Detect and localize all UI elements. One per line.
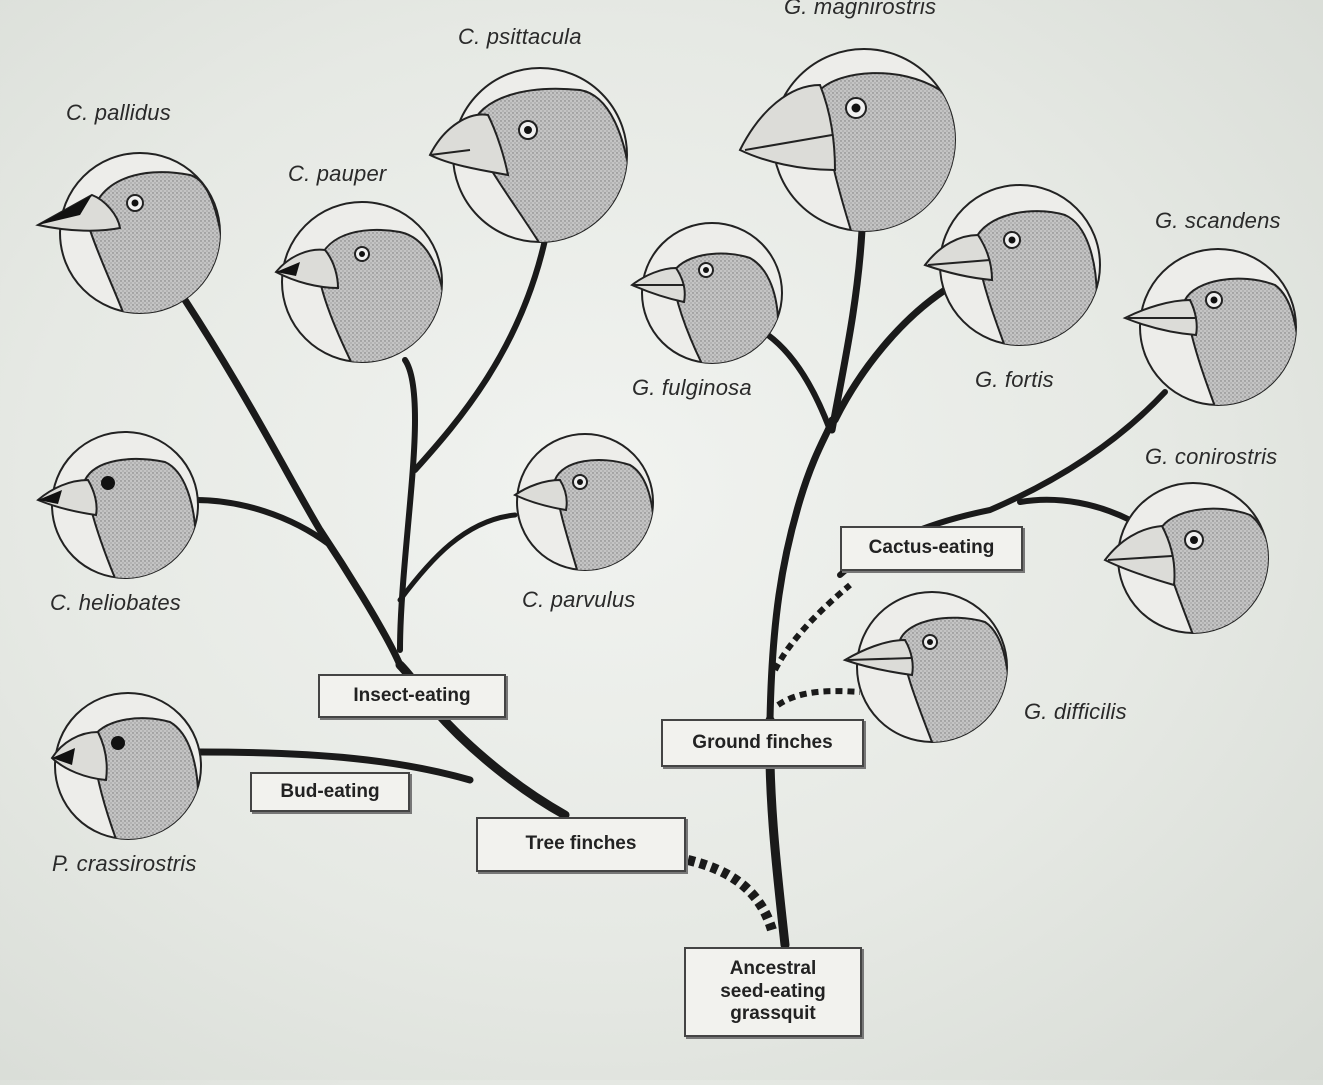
- group-bud-eating: Bud-eating: [250, 772, 410, 812]
- label-g-conirostris: G. conirostris: [1145, 444, 1278, 469]
- label-c-pauper: C. pauper: [288, 161, 387, 186]
- head-c-heliobates-icon: [36, 431, 199, 579]
- label-c-psittacula: C. psittacula: [458, 24, 582, 49]
- branch-magnirostris: [828, 226, 866, 434]
- ancestor-label-line1: Ancestral: [729, 957, 817, 979]
- label-g-scandens: G. scandens: [1155, 208, 1281, 233]
- group-tree-finches-label: Tree finches: [525, 833, 637, 855]
- label-p-crassirostris: P. crassirostris: [52, 851, 197, 876]
- branch-psittacula: [412, 237, 548, 473]
- branch-fulginosa: [765, 332, 833, 433]
- head-c-pauper-icon: [274, 201, 443, 363]
- group-tree-finches: Tree finches: [476, 817, 686, 872]
- head-g-fulginosa-icon: [630, 222, 783, 364]
- group-ground-finches-label: Ground finches: [692, 731, 833, 753]
- head-g-conirostris-icon: [1103, 482, 1269, 634]
- group-cactus-eating: Cactus-eating: [840, 526, 1023, 571]
- label-c-parvulus: C. parvulus: [522, 587, 636, 612]
- branch-pauper: [397, 357, 419, 653]
- group-ground-finches: Ground finches: [661, 719, 864, 767]
- label-c-pallidus: C. pallidus: [66, 100, 171, 125]
- dashed-link-tree-finches: [686, 855, 777, 932]
- branch-ground-main: [766, 416, 836, 724]
- label-g-fulginosa: G. fulginosa: [632, 375, 752, 400]
- head-g-fortis-icon: [923, 184, 1101, 346]
- label-c-heliobates: C. heliobates: [50, 590, 182, 615]
- branch-conirostris: [1017, 496, 1133, 523]
- head-c-parvulus-icon: [512, 433, 654, 571]
- label-g-difficilis: G. difficilis: [1024, 699, 1127, 724]
- branch-insect-main: [181, 296, 404, 669]
- label-g-magnirostris: G. magnirostris: [784, 0, 937, 19]
- head-c-psittacula-icon: [428, 67, 628, 243]
- label-g-fortis: G. fortis: [975, 367, 1054, 392]
- group-insect-eating-label: Insect-eating: [353, 684, 471, 706]
- branch-parvulus: [397, 512, 518, 603]
- head-p-crassirostris-icon: [50, 692, 202, 840]
- branch-bud: [196, 748, 474, 784]
- ancestor-label-line2: seed-eating: [720, 980, 826, 1002]
- ancestor-label-line3: grassquit: [730, 1003, 816, 1025]
- group-ancestral-grassquit: Ancestral seed-eating grassquit: [684, 947, 862, 1037]
- branch-heliobates: [192, 497, 333, 548]
- group-bud-eating-label: Bud-eating: [280, 780, 380, 802]
- head-g-scandens-icon: [1122, 248, 1297, 406]
- branch-fortis: [831, 286, 949, 424]
- group-insect-eating: Insect-eating: [318, 674, 506, 718]
- dashed-link-cactus: [772, 582, 852, 672]
- head-g-difficilis-icon: [842, 591, 1008, 743]
- group-cactus-eating-label: Cactus-eating: [868, 537, 995, 559]
- dashed-link-difficilis: [776, 688, 861, 708]
- head-g-magnirostris-icon: [738, 48, 956, 232]
- head-c-pallidus-icon: [35, 152, 221, 314]
